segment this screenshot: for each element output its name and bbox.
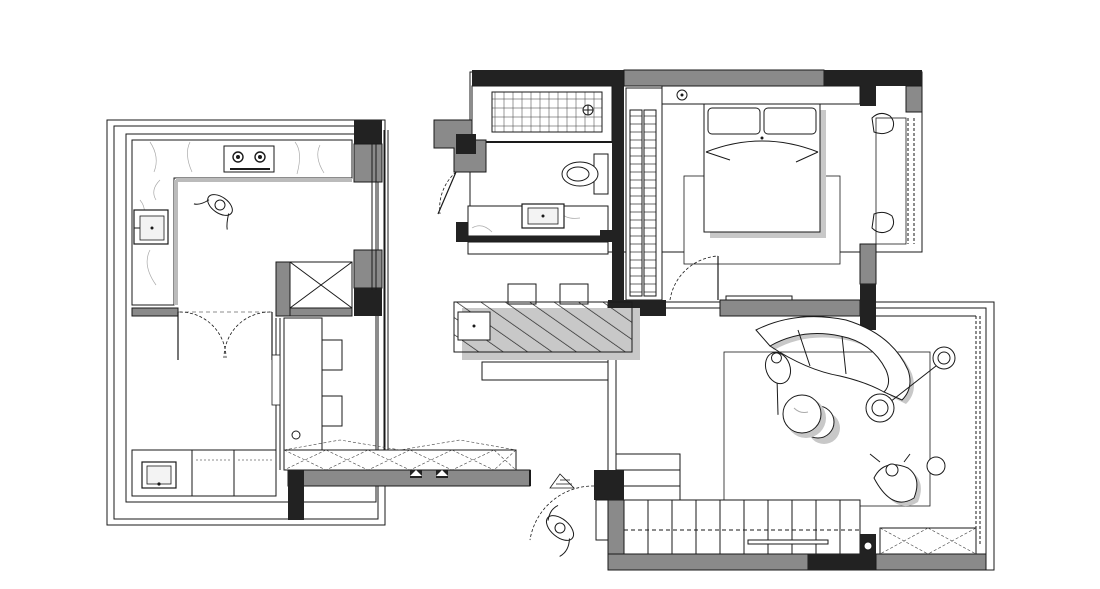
kitchen	[125, 133, 377, 503]
hob-icon	[223, 145, 275, 173]
bathroom	[433, 70, 624, 300]
stool-icon	[507, 283, 589, 305]
floor-lamp-icon	[889, 346, 956, 403]
stair-icon	[615, 453, 861, 555]
corridor	[271, 120, 531, 520]
toilet-icon	[561, 153, 609, 195]
stair	[607, 453, 987, 571]
laundry	[131, 307, 277, 497]
door-swing-icon	[529, 485, 595, 541]
island-counter-icon	[453, 301, 640, 360]
wardrobe-icon	[625, 87, 663, 301]
sofa-icon	[755, 316, 914, 404]
person-icon	[193, 194, 233, 230]
person-icon	[764, 351, 792, 415]
bench-icon	[481, 361, 609, 381]
person-icon	[545, 505, 575, 557]
chair-icon	[871, 112, 895, 234]
bed-icon	[703, 103, 826, 238]
entry	[529, 470, 624, 557]
sink-icon	[133, 209, 169, 245]
bedroom	[608, 69, 923, 317]
dining	[453, 283, 640, 381]
side-table-icon	[865, 393, 946, 476]
coffee-table-icon	[782, 394, 840, 444]
shower-icon	[491, 91, 603, 133]
sink-icon	[521, 203, 565, 229]
sink-icon	[141, 461, 177, 489]
living	[723, 300, 981, 546]
armchair-icon	[869, 453, 921, 507]
